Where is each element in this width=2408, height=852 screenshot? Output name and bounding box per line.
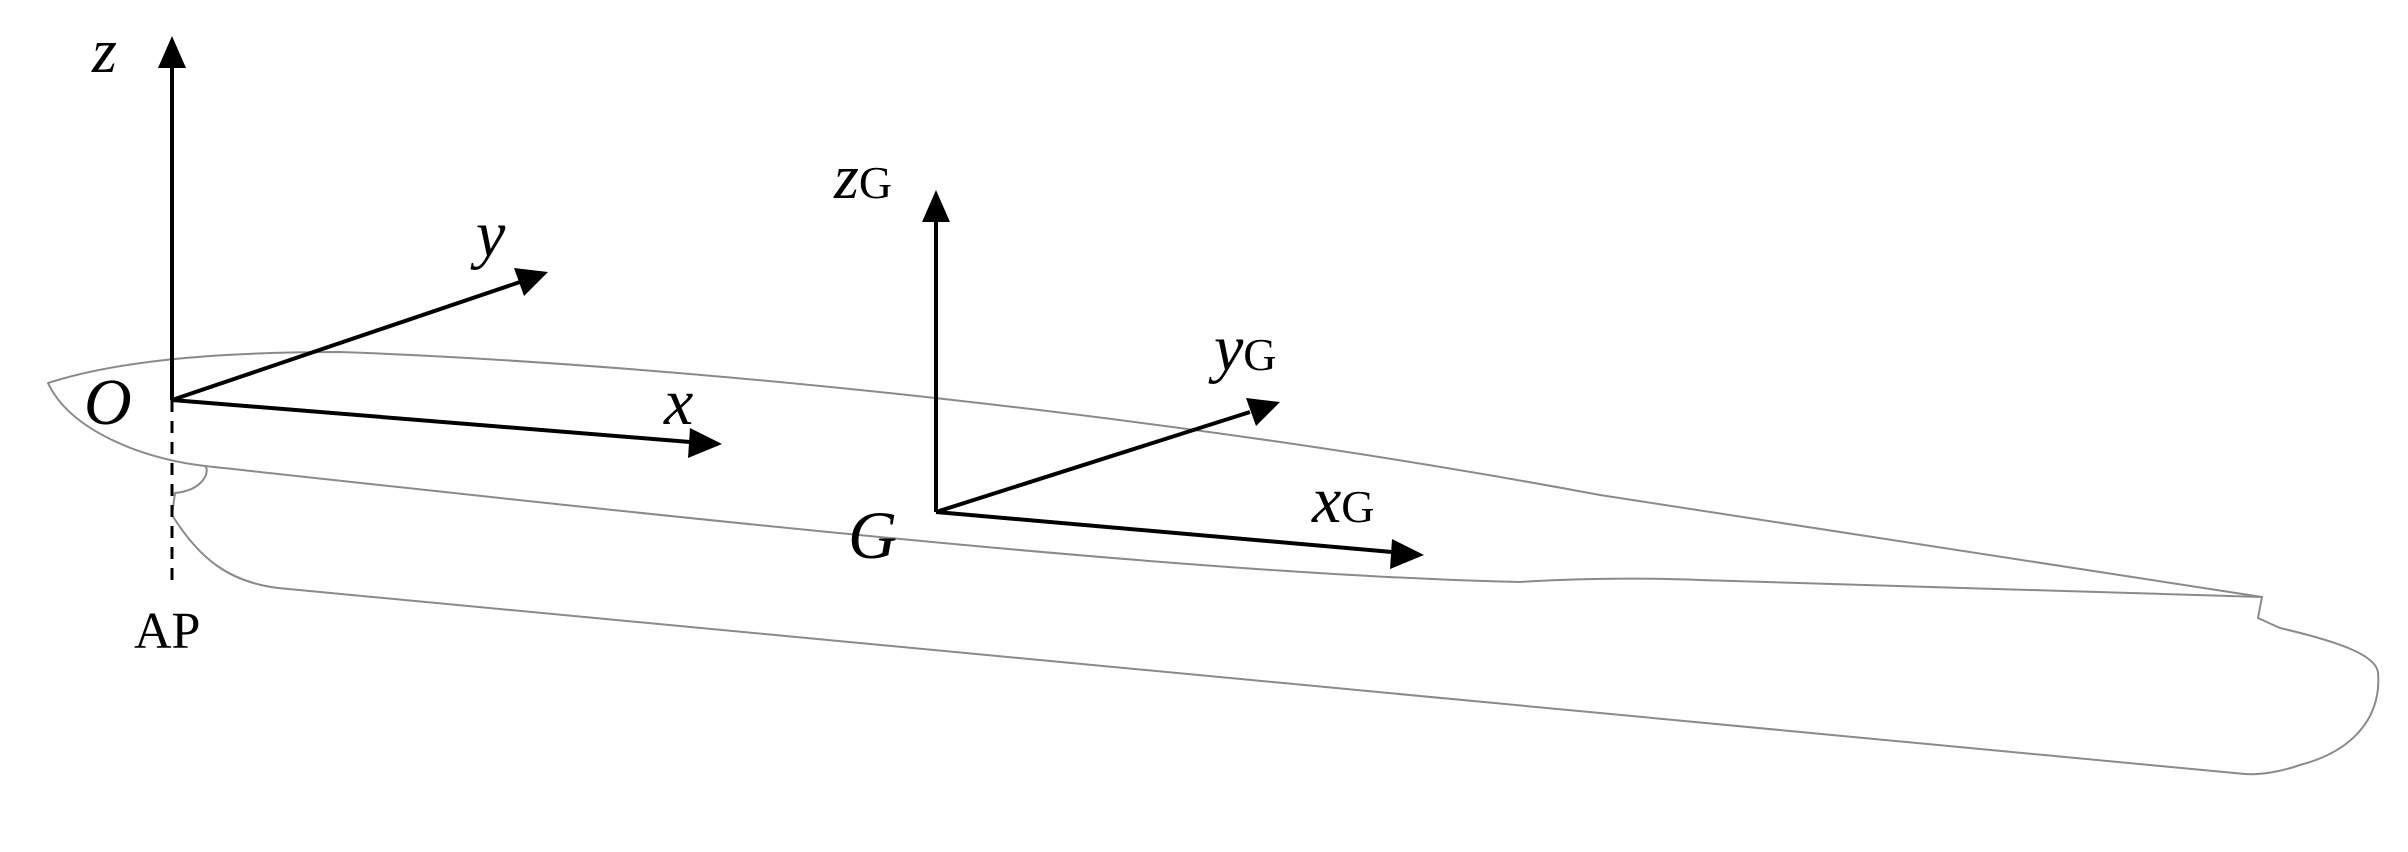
x-g-axis-line <box>935 510 1393 554</box>
frame-cog-g <box>922 190 1424 569</box>
x-axis-arrowhead <box>688 428 722 458</box>
x-axis-line <box>171 398 691 444</box>
origin-label: O <box>84 366 132 439</box>
y-g-base: y <box>1208 312 1244 385</box>
x-g-subscript: G <box>1341 481 1374 532</box>
y-axis-arrowhead <box>514 268 548 296</box>
ship-hull <box>47 351 2380 776</box>
x-axis-label: x <box>663 366 693 439</box>
y-axis-line <box>171 280 521 402</box>
y-g-subscript: G <box>1243 329 1276 380</box>
hull-sheer-outline <box>204 465 2263 598</box>
frame-origin-o <box>158 36 722 458</box>
y-axis-label: y <box>470 198 506 271</box>
y-g-axis-label: yG <box>1208 312 1277 385</box>
z-g-base: z <box>833 141 859 212</box>
z-g-subscript: G <box>859 157 892 208</box>
z-g-axis-arrowhead <box>922 190 950 222</box>
cog-label: G <box>848 497 897 573</box>
x-g-base: x <box>1311 464 1341 537</box>
z-axis-label: z <box>91 15 117 86</box>
ap-label: AP <box>134 603 200 660</box>
y-g-axis-line <box>935 410 1251 514</box>
z-g-axis-label: zG <box>833 141 892 212</box>
z-axis-arrowhead <box>158 36 186 68</box>
hull-deck-outline <box>47 351 2380 776</box>
x-g-axis-label: xG <box>1311 464 1375 537</box>
x-g-axis-arrowhead <box>1390 539 1424 569</box>
y-g-axis-arrowhead <box>1246 398 1280 426</box>
